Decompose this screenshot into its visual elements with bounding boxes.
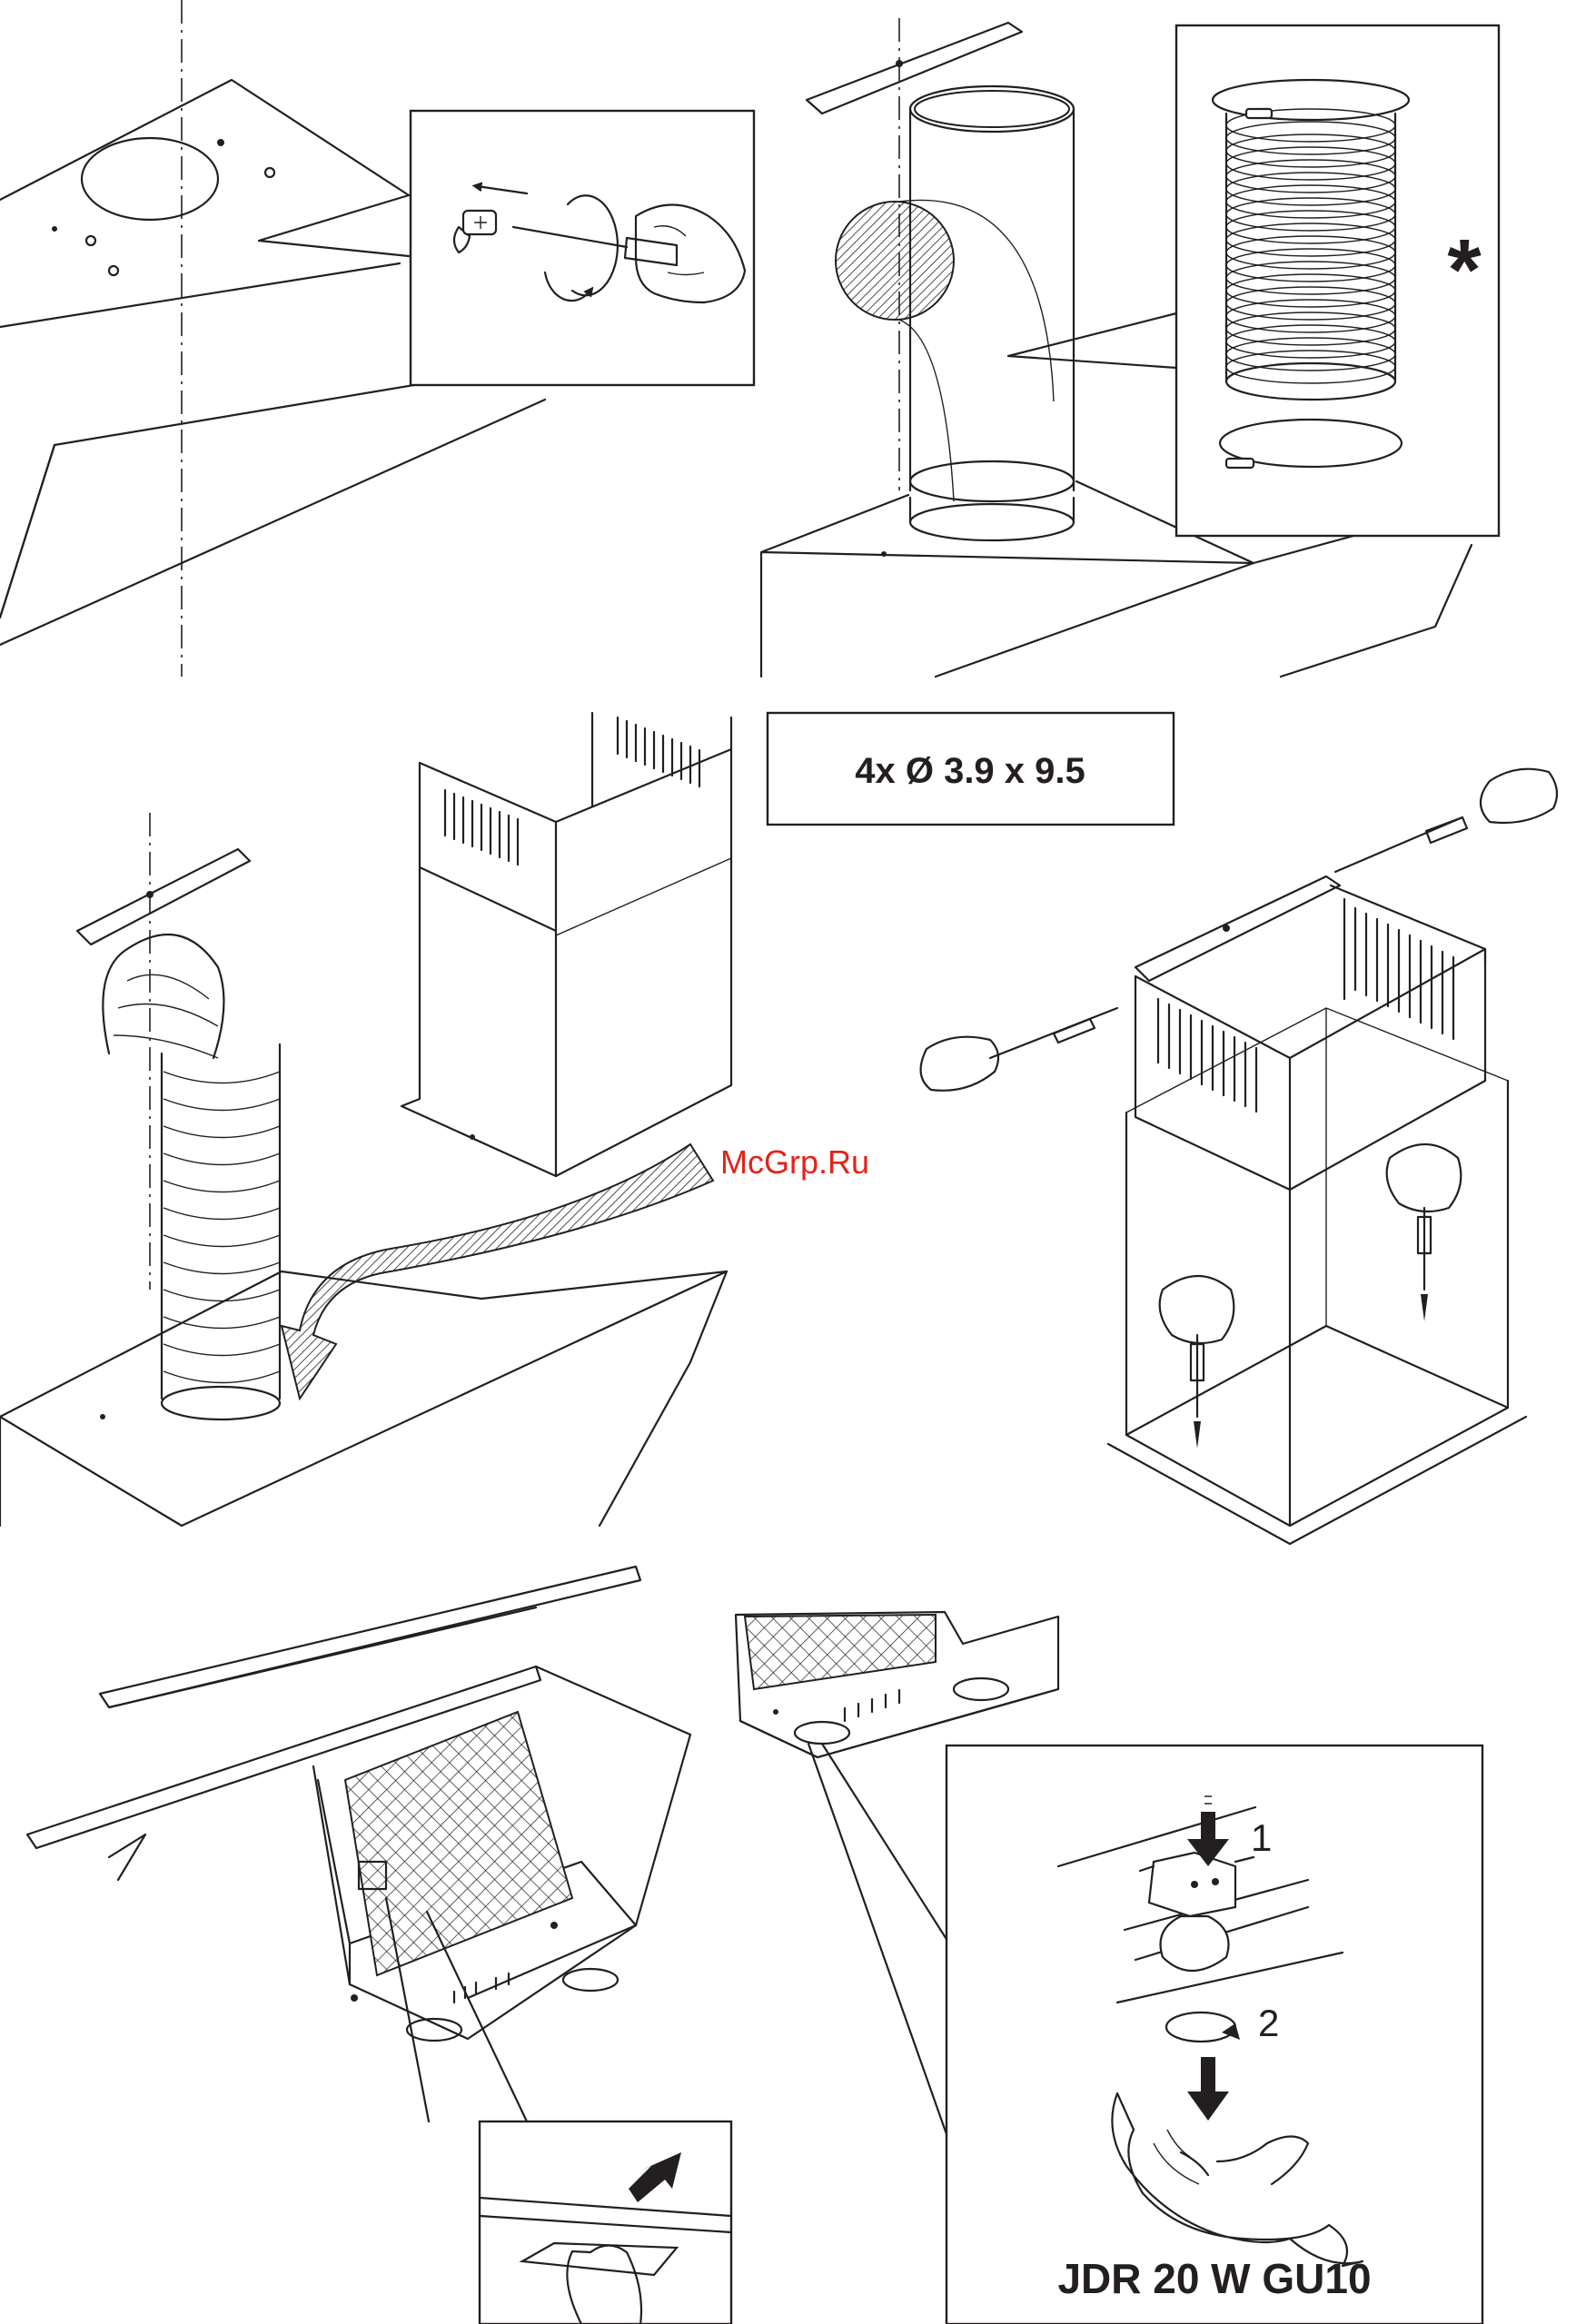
bracket-icon — [77, 849, 250, 944]
optional-marker: * — [1447, 222, 1482, 319]
callout-unscrew — [411, 111, 754, 385]
side-outlet — [836, 202, 954, 320]
flexible-hose-icon — [103, 935, 280, 1419]
panel-screw-chimney — [921, 769, 1557, 1544]
screw-spec-label: 4x Ø 3.9 x 9.5 — [855, 751, 1085, 791]
hand-icon — [921, 769, 1557, 1343]
grease-filter — [345, 1712, 572, 1975]
duct-opening — [82, 138, 218, 220]
screw-icon — [52, 168, 274, 275]
step-1-label: 1 — [1251, 1816, 1272, 1859]
bracket-icon — [807, 23, 1022, 114]
lamp-model-label: JDR 20 W GU10 — [1057, 2255, 1371, 2302]
panel-remove-filter — [27, 1567, 731, 2324]
bracket-icon — [1135, 876, 1340, 981]
panel-fit-chimney: 4x Ø 3.9 x 9.5 McGrp.Ru — [0, 713, 1174, 1526]
panel-replace-lamp: 1 2 JDR 20 W GU10 — [736, 1612, 1482, 2324]
panel-remove-top-screws — [0, 0, 754, 677]
step-2-label: 2 — [1258, 2002, 1279, 2044]
vent-slots — [1158, 908, 1453, 1112]
arrow-icon — [282, 1144, 713, 1399]
grease-filter — [745, 1615, 936, 1689]
screwdriver-icon — [1191, 1208, 1431, 1449]
watermark: McGrp.Ru — [720, 1143, 869, 1181]
callout-filter-latch — [480, 2121, 731, 2324]
screwdriver-icon — [990, 817, 1467, 1058]
panel-attach-duct: * — [761, 18, 1499, 677]
lamp-socket — [795, 1722, 849, 1744]
